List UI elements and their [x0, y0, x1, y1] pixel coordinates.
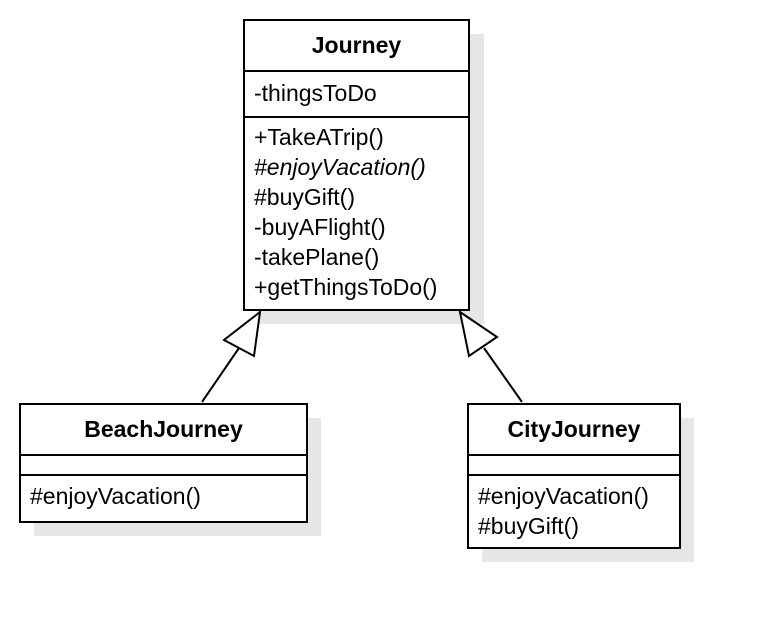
- class-method: +TakeATrip(): [254, 124, 384, 150]
- generalization-line: [483, 347, 523, 403]
- class-city-journey[interactable]: CityJourney #enjoyVacation() #buyGift(): [467, 403, 681, 549]
- class-city-journey-attributes: [469, 456, 679, 476]
- class-method: #buyGift(): [254, 184, 355, 210]
- class-method: #enjoyVacation(): [254, 154, 426, 180]
- class-beach-journey-name: BeachJourney: [21, 405, 306, 456]
- class-journey-attributes: -thingsToDo: [245, 72, 468, 118]
- class-city-journey-methods: #enjoyVacation() #buyGift(): [469, 476, 679, 545]
- class-method: #enjoyVacation(): [478, 483, 649, 509]
- generalization-city-to-journey[interactable]: [458, 309, 523, 403]
- class-city-journey-name: CityJourney: [469, 405, 679, 456]
- class-attribute: -thingsToDo: [254, 80, 377, 106]
- class-beach-journey[interactable]: BeachJourney #enjoyVacation(): [19, 403, 308, 523]
- class-method: #enjoyVacation(): [30, 483, 201, 509]
- class-journey-name: Journey: [245, 21, 468, 72]
- class-method: -takePlane(): [254, 244, 380, 270]
- class-method: +getThingsToDo(): [254, 274, 438, 300]
- inheritance-arrowhead-icon: [458, 309, 499, 358]
- class-method: #buyGift(): [478, 513, 579, 539]
- class-method: -buyAFlight(): [254, 214, 386, 240]
- class-journey-methods: +TakeATrip() #enjoyVacation() #buyGift() -b…: [245, 118, 468, 306]
- generalization-beach-to-journey[interactable]: [201, 309, 262, 403]
- class-beach-journey-methods: #enjoyVacation(): [21, 476, 306, 515]
- class-beach-journey-attributes: [21, 456, 306, 476]
- generalization-line: [201, 347, 240, 403]
- inheritance-arrowhead-icon: [222, 309, 262, 358]
- class-journey[interactable]: Journey -thingsToDo +TakeATrip() #enjoyVa…: [243, 19, 470, 311]
